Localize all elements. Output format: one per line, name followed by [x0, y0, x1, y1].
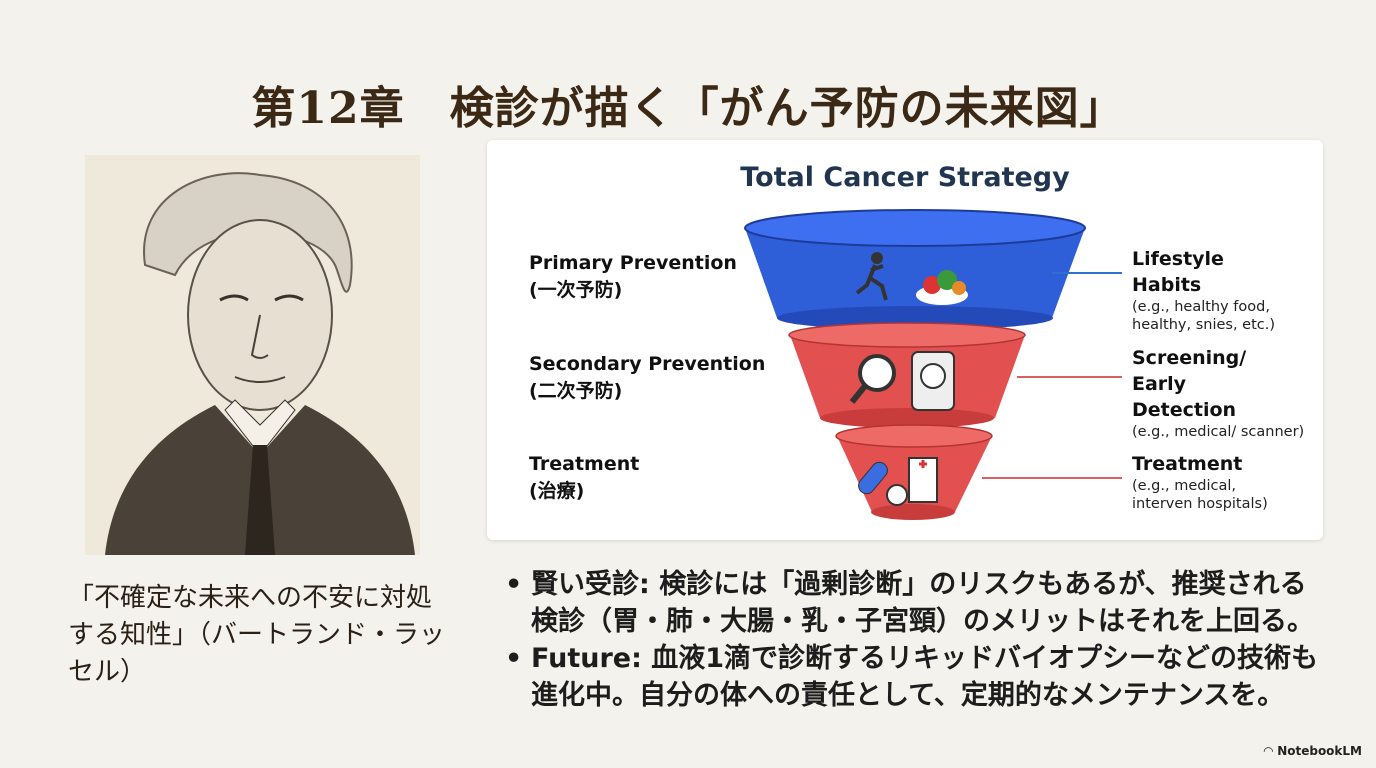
label-sub: (e.g., medical/ scanner) [1132, 424, 1305, 440]
label-ja: (一次予防) [529, 279, 623, 301]
label-ja: (治療) [529, 480, 585, 502]
label-sub: (e.g., healthy food, healthy, snies, etc… [1132, 299, 1276, 333]
label-sub: (e.g., medical, interven hospitals) [1132, 478, 1268, 512]
label-treatment: Treatment (治療) [529, 451, 639, 505]
label-treatment-right: Treatment (e.g., medical, interven hospi… [1132, 451, 1272, 513]
diagram-title: Total Cancer Strategy [740, 162, 1070, 193]
treatment-icon [858, 457, 938, 506]
label-en: Treatment [529, 453, 640, 475]
label-lifestyle-habits: Lifestyle Habits (e.g., healthy food, he… [1132, 246, 1282, 334]
label-secondary-prevention: Secondary Prevention (二次予防) [529, 351, 765, 405]
lifestyle-icon [855, 252, 968, 305]
label-title: Lifestyle Habits [1132, 248, 1224, 296]
portrait-caption: 「不確定な未来への不安に対処する知性」（バートランド・ラッセル） [68, 583, 446, 687]
funnel-diagram [744, 209, 1122, 520]
bullet-item: 賢い受診: 検診には「過剰診断」のリスクもあるが、推奨される検診（胃・肺・大腸・… [505, 566, 1325, 640]
label-title: Treatment [1132, 453, 1243, 475]
label-screening: Screening/ Early Detection (e.g., medica… [1132, 345, 1307, 441]
label-title: Screening/ Early Detection [1132, 347, 1247, 421]
funnel-tier-secondary [788, 322, 1026, 428]
brand-icon: ◠ [1263, 744, 1278, 758]
notebooklm-logo: ◠ NotebookLM [1264, 744, 1362, 758]
bullet-list: 賢い受診: 検診には「過剰診断」のリスクもあるが、推奨される検診（胃・肺・大腸・… [505, 566, 1325, 714]
label-en: Secondary Prevention [529, 353, 766, 375]
label-en: Primary Prevention [529, 252, 737, 274]
funnel-tier-primary [744, 209, 1086, 330]
slide-title: 第12章 検診が描く「がん予防の未来図」 [251, 83, 1125, 134]
screening-icon [849, 351, 955, 411]
bullet-item: Future: 血液1滴で診断するリキッドバイオプシーなどの技術も進化中。自分の… [505, 640, 1325, 714]
portrait-image [85, 155, 420, 555]
label-ja: (二次予防) [529, 380, 623, 402]
brand-label: NotebookLM [1277, 744, 1362, 758]
diagram-card: Total Cancer Strategy [487, 140, 1323, 540]
label-primary-prevention: Primary Prevention (一次予防) [529, 250, 737, 304]
portrait-sketch-icon [105, 172, 415, 555]
